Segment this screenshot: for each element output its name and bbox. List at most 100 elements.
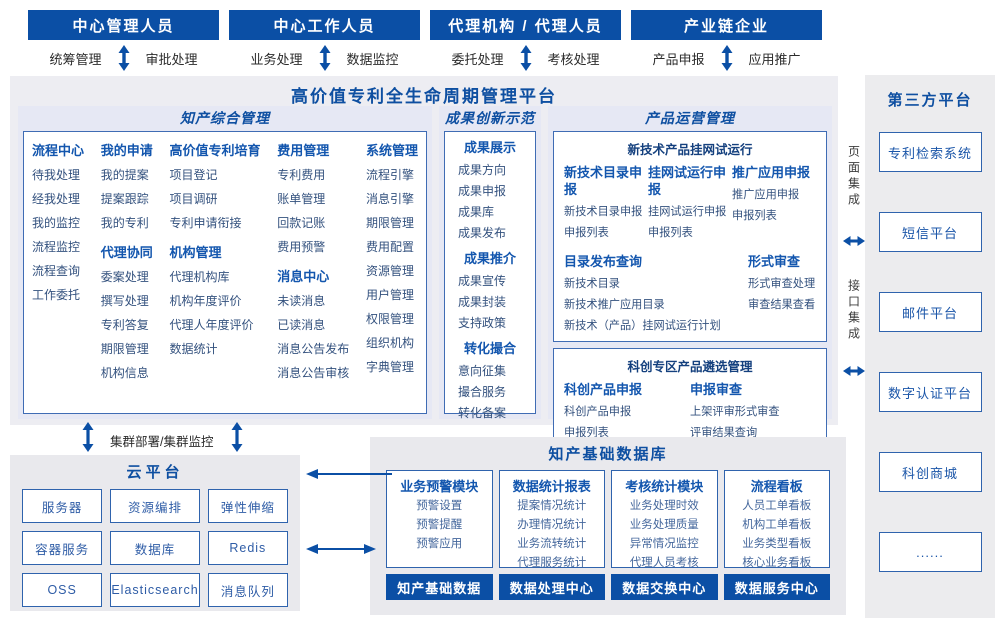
module-item: 预警提醒 [416,519,463,531]
actor-title-bar: 中心工作人员 [229,10,420,40]
up-down-arrow-icon [82,422,94,452]
box-title: 科创专区产品遴选管理 [627,360,753,374]
menu-item: 专利答复 [100,318,149,332]
left-arrow-icon [306,469,392,479]
menu-item: 撰写处理 [100,294,149,308]
group-items: 委案处理 撰写处理 专利答复 期限管理 机构信息 [101,265,153,385]
group-items: 意向征集 撮合服务 转化备案 [445,361,535,424]
actor-sub-left-label: 委托处理 [451,51,504,67]
module-item: 代理服务统计 [517,557,587,569]
menu-column: 高价值专利培育 项目登记 项目调研 专利申请衔接 [169,141,260,404]
third-party-system-box: 短信平台 [878,212,982,252]
menu-item: 专利申请衔接 [169,216,242,230]
menu-column: 我的申请 我的提案 提案跟踪 我的专利 [101,141,153,404]
achievement-groups: 成果展示 成果方向 成果申报 成果库 成果发布 [444,131,536,420]
group-items: 挂网试运行申报 申报列表 [648,202,732,244]
group-items: 代理机构库 机构年度评价 代理人年度评价 数据统计 [169,265,260,361]
menu-item: 成果方向 [458,163,507,177]
menu-item: 未读消息 [277,294,326,308]
cloud-platform-title: 云平台 [126,464,184,481]
menu-item: 成果库 [458,205,495,219]
data-center-badge: 数据服务中心 [723,574,830,600]
menu-item: 形式审查处理 [748,278,816,290]
group-items: 我的提案 提案跟踪 我的专利 [101,163,153,235]
menu-group: 科创产品申报 科创产品申报 申报列表 [564,381,690,444]
third-party-panel: 第三方平台 专利检索系统 短信平台 邮件平台 数字认证平台 科创商城 .....… [865,75,995,618]
cloud-service-box: Redis [207,531,288,565]
group-heading: 代理协同 [100,245,153,260]
third-party-system-box: 数字认证平台 [878,372,982,412]
menu-item: 数据统计 [169,342,218,356]
cloud-service-box: Elasticsearch [110,573,200,607]
actor-block: 产业链企业 产品申报 应用推广 [631,10,822,76]
menu-item: 消息公告发布 [277,342,350,356]
platform-title: 高价值专利全生命周期管理平台 [291,87,557,106]
section-title: 产品运营管理 [645,110,735,126]
group-items: 形式审查处理 审查结果查看 [748,274,816,316]
menu-item: 科创产品申报 [564,406,632,418]
group-items: 新技术目录申报 申报列表 [564,202,648,244]
menu-item: 期限管理 [100,342,149,356]
menu-item: 新技术推广应用目录 [564,299,665,311]
data-center-badge: 数据处理中心 [498,574,605,600]
group-heading: 申报审查 [690,382,743,397]
module-item: 异常情况监控 [629,538,699,550]
cluster-deploy-monitor-label: 集群部署/集群监控 [110,435,214,449]
menu-group: 新技术目录申报 新技术目录申报 申报列表 [564,164,648,244]
group-heading: 我的申请 [100,143,153,158]
actor-sub-left-label: 统筹管理 [49,51,102,67]
menu-group: 推广应用申报 推广应用申报 申报列表 [732,164,816,244]
section-ip-management: 知产综合管理 流程中心 待我处理 [18,106,432,419]
ip-database-title: 知产基础数据库 [548,446,668,463]
menu-item: 消息引擎 [365,192,414,206]
menu-item: 项目登记 [169,168,218,182]
group-items: 新技术目录 新技术推广应用目录 新技术（产品）挂网试运行计划 [564,274,748,337]
group-heading: 成果展示 [463,140,516,155]
module-item: 机构工单看板 [742,519,812,531]
menu-item: 成果申报 [458,184,507,198]
menu-item: 我的提案 [100,168,149,182]
menu-item: 用户管理 [365,288,414,302]
actor-sub-right-label: 审批处理 [145,51,198,67]
interface-integration-label: 接口集成 [846,279,861,343]
module-item: 代理人员考核 [629,557,699,569]
group-heading: 挂网试运行申报 [648,165,727,197]
menu-item: 待我处理 [32,168,81,182]
menu-item: 申报列表 [732,210,777,222]
menu-item: 流程监控 [32,240,81,254]
actor-header-row: 中心管理人员 统筹管理 审批处理 中心工作人员 业务处理 [28,10,822,76]
menu-item: 申报列表 [564,427,609,439]
module-item: 预警应用 [416,538,463,550]
module-items: 业务处理时效 业务处理质量 异常情况监控 代理人员考核 [613,497,716,573]
menu-item: 流程查询 [32,264,81,278]
menu-group: 成果展示 成果方向 成果申报 成果库 成果发布 [445,138,535,244]
group-items: 推广应用申报 申报列表 [732,185,816,227]
section-title: 成果创新示范 [445,110,535,126]
actor-sub-row: 统筹管理 审批处理 [28,40,219,76]
module-item: 核心业务看板 [742,557,812,569]
menu-item: 资源管理 [365,264,414,278]
menu-item: 申报列表 [564,227,609,239]
cloud-service-box: 数据库 [110,531,200,565]
menu-group: 我的申请 我的提案 提案跟踪 我的专利 [101,141,153,235]
data-center-badge: 数据交换中心 [611,574,718,600]
up-down-arrow-icon [721,45,732,71]
trial-operation-box: 新技术产品挂网试运行 新技术目录申报 新技术目录申报 [553,131,827,342]
cloud-service-box: OSS [22,573,103,607]
menu-item: 机构信息 [100,366,149,380]
group-heading: 流程中心 [32,143,85,158]
actor-sub-right-label: 应用推广 [748,51,801,67]
module-box: 数据统计报表 提案情况统计 办理情况统计 业务流转统计 代理服务统计 [498,470,605,569]
menu-item: 成果宣传 [458,274,507,288]
menu-item: 审查结果查看 [748,299,816,311]
up-down-arrow-icon [118,45,129,71]
cloud-platform-panel: 云平台 服务器 资源编排 弹性伸缩 容器服务 数据库 Redis OSS Ela… [10,455,300,611]
database-module: 业务预警模块 预警设置 预警提醒 预警应用 知产基础数据 [386,470,493,600]
section-achievement-demo: 成果创新示范 成果展示 成果方向 成果申报 成果库 [439,106,541,420]
menu-item: 撮合服务 [458,385,507,399]
group-heading: 成果推介 [463,251,516,266]
formal-review-group: 形式审查 形式审查处理 审查结果查看 [748,253,816,337]
menu-item: 成果封装 [458,295,507,309]
menu-item: 上架评审形式审查 [690,406,780,418]
